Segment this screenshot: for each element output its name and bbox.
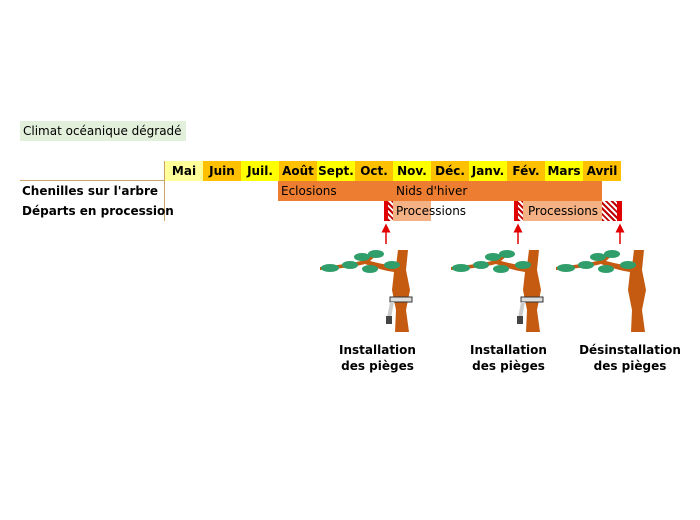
month-11: Avril	[583, 161, 621, 181]
month-3: Août	[279, 161, 317, 181]
climate-title: Climat océanique dégradé	[20, 121, 186, 141]
month-2: Juil.	[241, 161, 279, 181]
month-5: Oct.	[355, 161, 393, 181]
eclosions-label: Eclosions	[281, 184, 337, 198]
row-label-chenilles: Chenilles sur l'arbre	[22, 184, 159, 198]
month-0: Mai	[165, 161, 203, 181]
header-divider	[20, 180, 165, 181]
processions-bar-2	[523, 201, 602, 221]
trap-install-marker-1	[384, 201, 388, 221]
month-1: Juin	[203, 161, 241, 181]
month-7: Déc.	[431, 161, 469, 181]
processions-bar-1	[393, 201, 431, 221]
month-10: Mars	[545, 161, 583, 181]
row-label-departs: Départs en procession	[22, 204, 174, 218]
month-4: Sept.	[317, 161, 355, 181]
processions-label-2: Processions	[528, 204, 599, 218]
grid-left-border	[164, 161, 165, 221]
processions-label-1: Processions	[396, 204, 467, 218]
tree-with-trap-icon	[451, 250, 544, 332]
month-8: Janv.	[469, 161, 507, 181]
tree-with-trap-icon	[320, 250, 413, 332]
trap-install-marker-2	[514, 201, 518, 221]
hatch-2	[518, 201, 523, 221]
month-9: Fév.	[507, 161, 545, 181]
nids-hiver-label: Nids d'hiver	[396, 184, 468, 198]
hatch-3	[602, 201, 617, 221]
hatch-1	[388, 201, 393, 221]
tree-icon	[556, 250, 646, 332]
month-6: Nov.	[393, 161, 431, 181]
chenilles-bar	[278, 181, 602, 201]
trap-remove-marker	[617, 201, 622, 221]
